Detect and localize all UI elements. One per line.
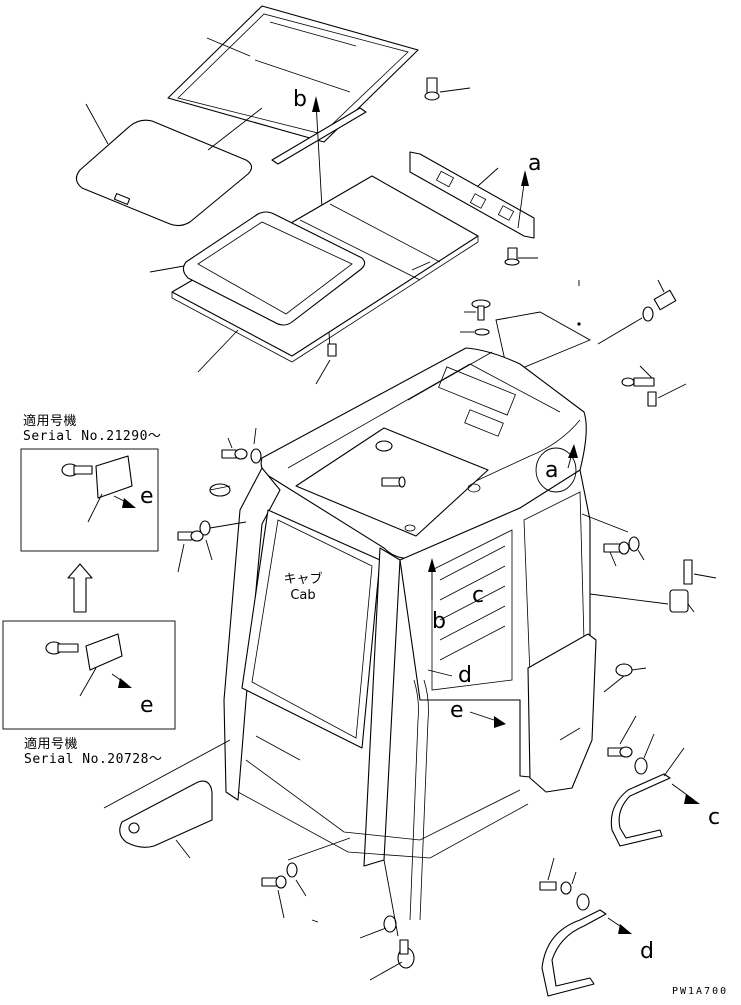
callout-d-cab: d xyxy=(458,663,472,688)
roof-glass-panel xyxy=(75,119,253,227)
handrail-c xyxy=(607,746,671,847)
cap-right xyxy=(615,663,633,677)
cab-body xyxy=(223,347,597,921)
cab-label-ja: キャブ xyxy=(283,572,323,587)
leader-line xyxy=(197,329,239,373)
callout-a-top: a xyxy=(528,151,541,176)
callout-c-rail: c xyxy=(708,805,720,830)
leader-line xyxy=(639,365,653,379)
callout-circle-a xyxy=(535,447,577,493)
leader-line xyxy=(597,317,643,345)
callout-d-rail: d xyxy=(640,939,654,964)
cab-label: キャブ Cab xyxy=(278,572,328,604)
variant1-serial: Serial No.21290～ xyxy=(23,429,162,444)
variant2-serial: Serial No.20728～ xyxy=(24,752,163,767)
leader-line xyxy=(207,107,263,151)
leader-line xyxy=(149,265,185,273)
rear-bracket xyxy=(409,151,535,239)
handrail-d xyxy=(539,881,607,997)
variant1-label: 適用号機 Serial No.21290～ xyxy=(23,414,161,444)
leader-line xyxy=(206,37,251,57)
bracket-bolt xyxy=(504,247,520,266)
bolt-left-upper xyxy=(221,448,262,464)
callout-c-cab: c xyxy=(472,583,484,608)
callout-e-cab: e xyxy=(450,698,464,723)
leader-line xyxy=(657,279,665,293)
screw-top xyxy=(471,299,491,336)
roof-bolt xyxy=(327,343,337,357)
cap-part xyxy=(209,483,231,497)
washer-bolt-right xyxy=(642,289,677,322)
roof-window-frame xyxy=(167,5,419,165)
callout-e-variant2: e xyxy=(140,693,154,718)
reference-plane xyxy=(495,311,592,375)
leader-line xyxy=(411,261,431,271)
roof-seal-ring xyxy=(182,211,366,326)
variant2-applies-label: 適用号機 xyxy=(24,737,79,752)
variant2-label: 適用号機 Serial No.20728～ xyxy=(24,737,162,767)
bolt-left-lower xyxy=(177,520,211,542)
callout-e-variant1: e xyxy=(140,484,154,509)
bolt-right-mid xyxy=(603,536,640,555)
variant1-applies-label: 適用号機 xyxy=(23,414,78,429)
variant2-bolt xyxy=(45,633,123,671)
callout-b-cab: b xyxy=(432,609,446,634)
interior-bolt xyxy=(375,440,406,488)
callout-a-cab: a xyxy=(545,458,558,483)
leader-line xyxy=(657,383,687,399)
up-arrow xyxy=(67,563,93,613)
side-cover-plate xyxy=(119,780,213,848)
switch-part xyxy=(669,559,693,613)
cab-label-en: Cab xyxy=(290,588,316,603)
bolt xyxy=(424,77,440,101)
bolt-bottom xyxy=(261,862,298,889)
bottom-bolt-pair xyxy=(383,915,415,969)
leader-line xyxy=(439,87,471,93)
leader-line xyxy=(477,167,499,187)
hook-part xyxy=(621,377,657,407)
variant-box-2 xyxy=(2,620,176,730)
leader-line xyxy=(85,103,109,145)
callout-b-top: b xyxy=(293,87,307,112)
variant1-bolt xyxy=(61,455,133,499)
variant-box-1 xyxy=(20,448,159,552)
leader-line xyxy=(315,359,331,385)
drawing-code: PW1A700 xyxy=(672,986,729,997)
